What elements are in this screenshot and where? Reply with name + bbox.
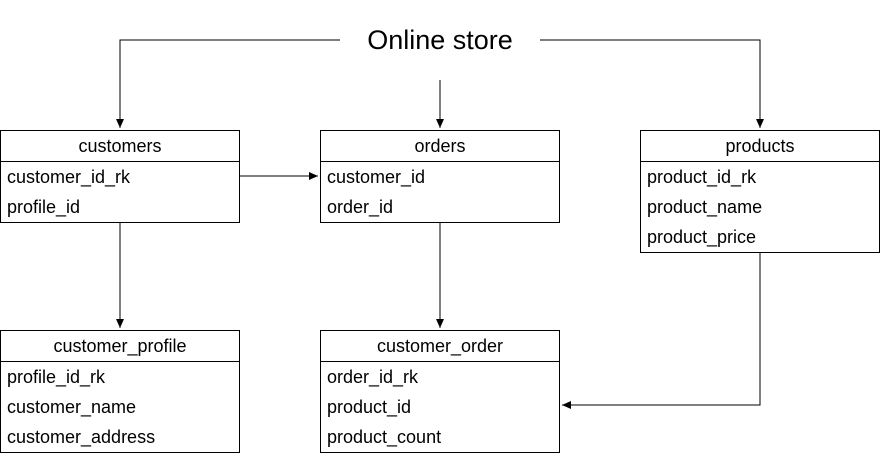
field-order-id: order_id: [327, 197, 394, 217]
field-product-name: product_name: [647, 197, 763, 217]
field-order-id-rk: order_id_rk: [327, 367, 419, 387]
entity-products[interactable]: products product_id_rk product_name prod…: [640, 130, 880, 253]
entity-header-customers: customers: [1, 131, 239, 162]
connector-products-customer-order: [562, 250, 761, 409]
entity-customer-order[interactable]: customer_order order_id_rk product_id pr…: [320, 330, 560, 453]
field-profile-id-rk: profile_id_rk: [7, 367, 106, 387]
field-customer-name: customer_name: [7, 397, 137, 417]
field-customer-address: customer_address: [7, 427, 156, 447]
entity-header-orders: orders: [321, 131, 559, 162]
field-product-count: product_count: [327, 427, 442, 447]
connector-title-customers: [116, 39, 340, 128]
entity-header-products: products: [641, 131, 879, 162]
entity-header-customer-profile: customer_profile: [1, 331, 239, 362]
diagram-title: Online store: [342, 20, 538, 60]
entity-orders[interactable]: orders customer_id order_id: [320, 130, 560, 223]
field-product-id: product_id: [327, 397, 412, 417]
field-customer-id-rk: customer_id_rk: [7, 167, 131, 187]
field-product-id-rk: product_id_rk: [647, 167, 757, 187]
entity-customers[interactable]: customers customer_id_rk profile_id: [0, 130, 240, 223]
entity-customer-profile[interactable]: customer_profile profile_id_rk customer_…: [0, 330, 240, 453]
field-product-price: product_price: [647, 227, 757, 247]
connector-title-products: [540, 39, 764, 128]
field-customer-id: customer_id: [327, 167, 426, 187]
entity-header-customer-order: customer_order: [321, 331, 559, 362]
field-profile-id: profile_id: [7, 197, 81, 217]
